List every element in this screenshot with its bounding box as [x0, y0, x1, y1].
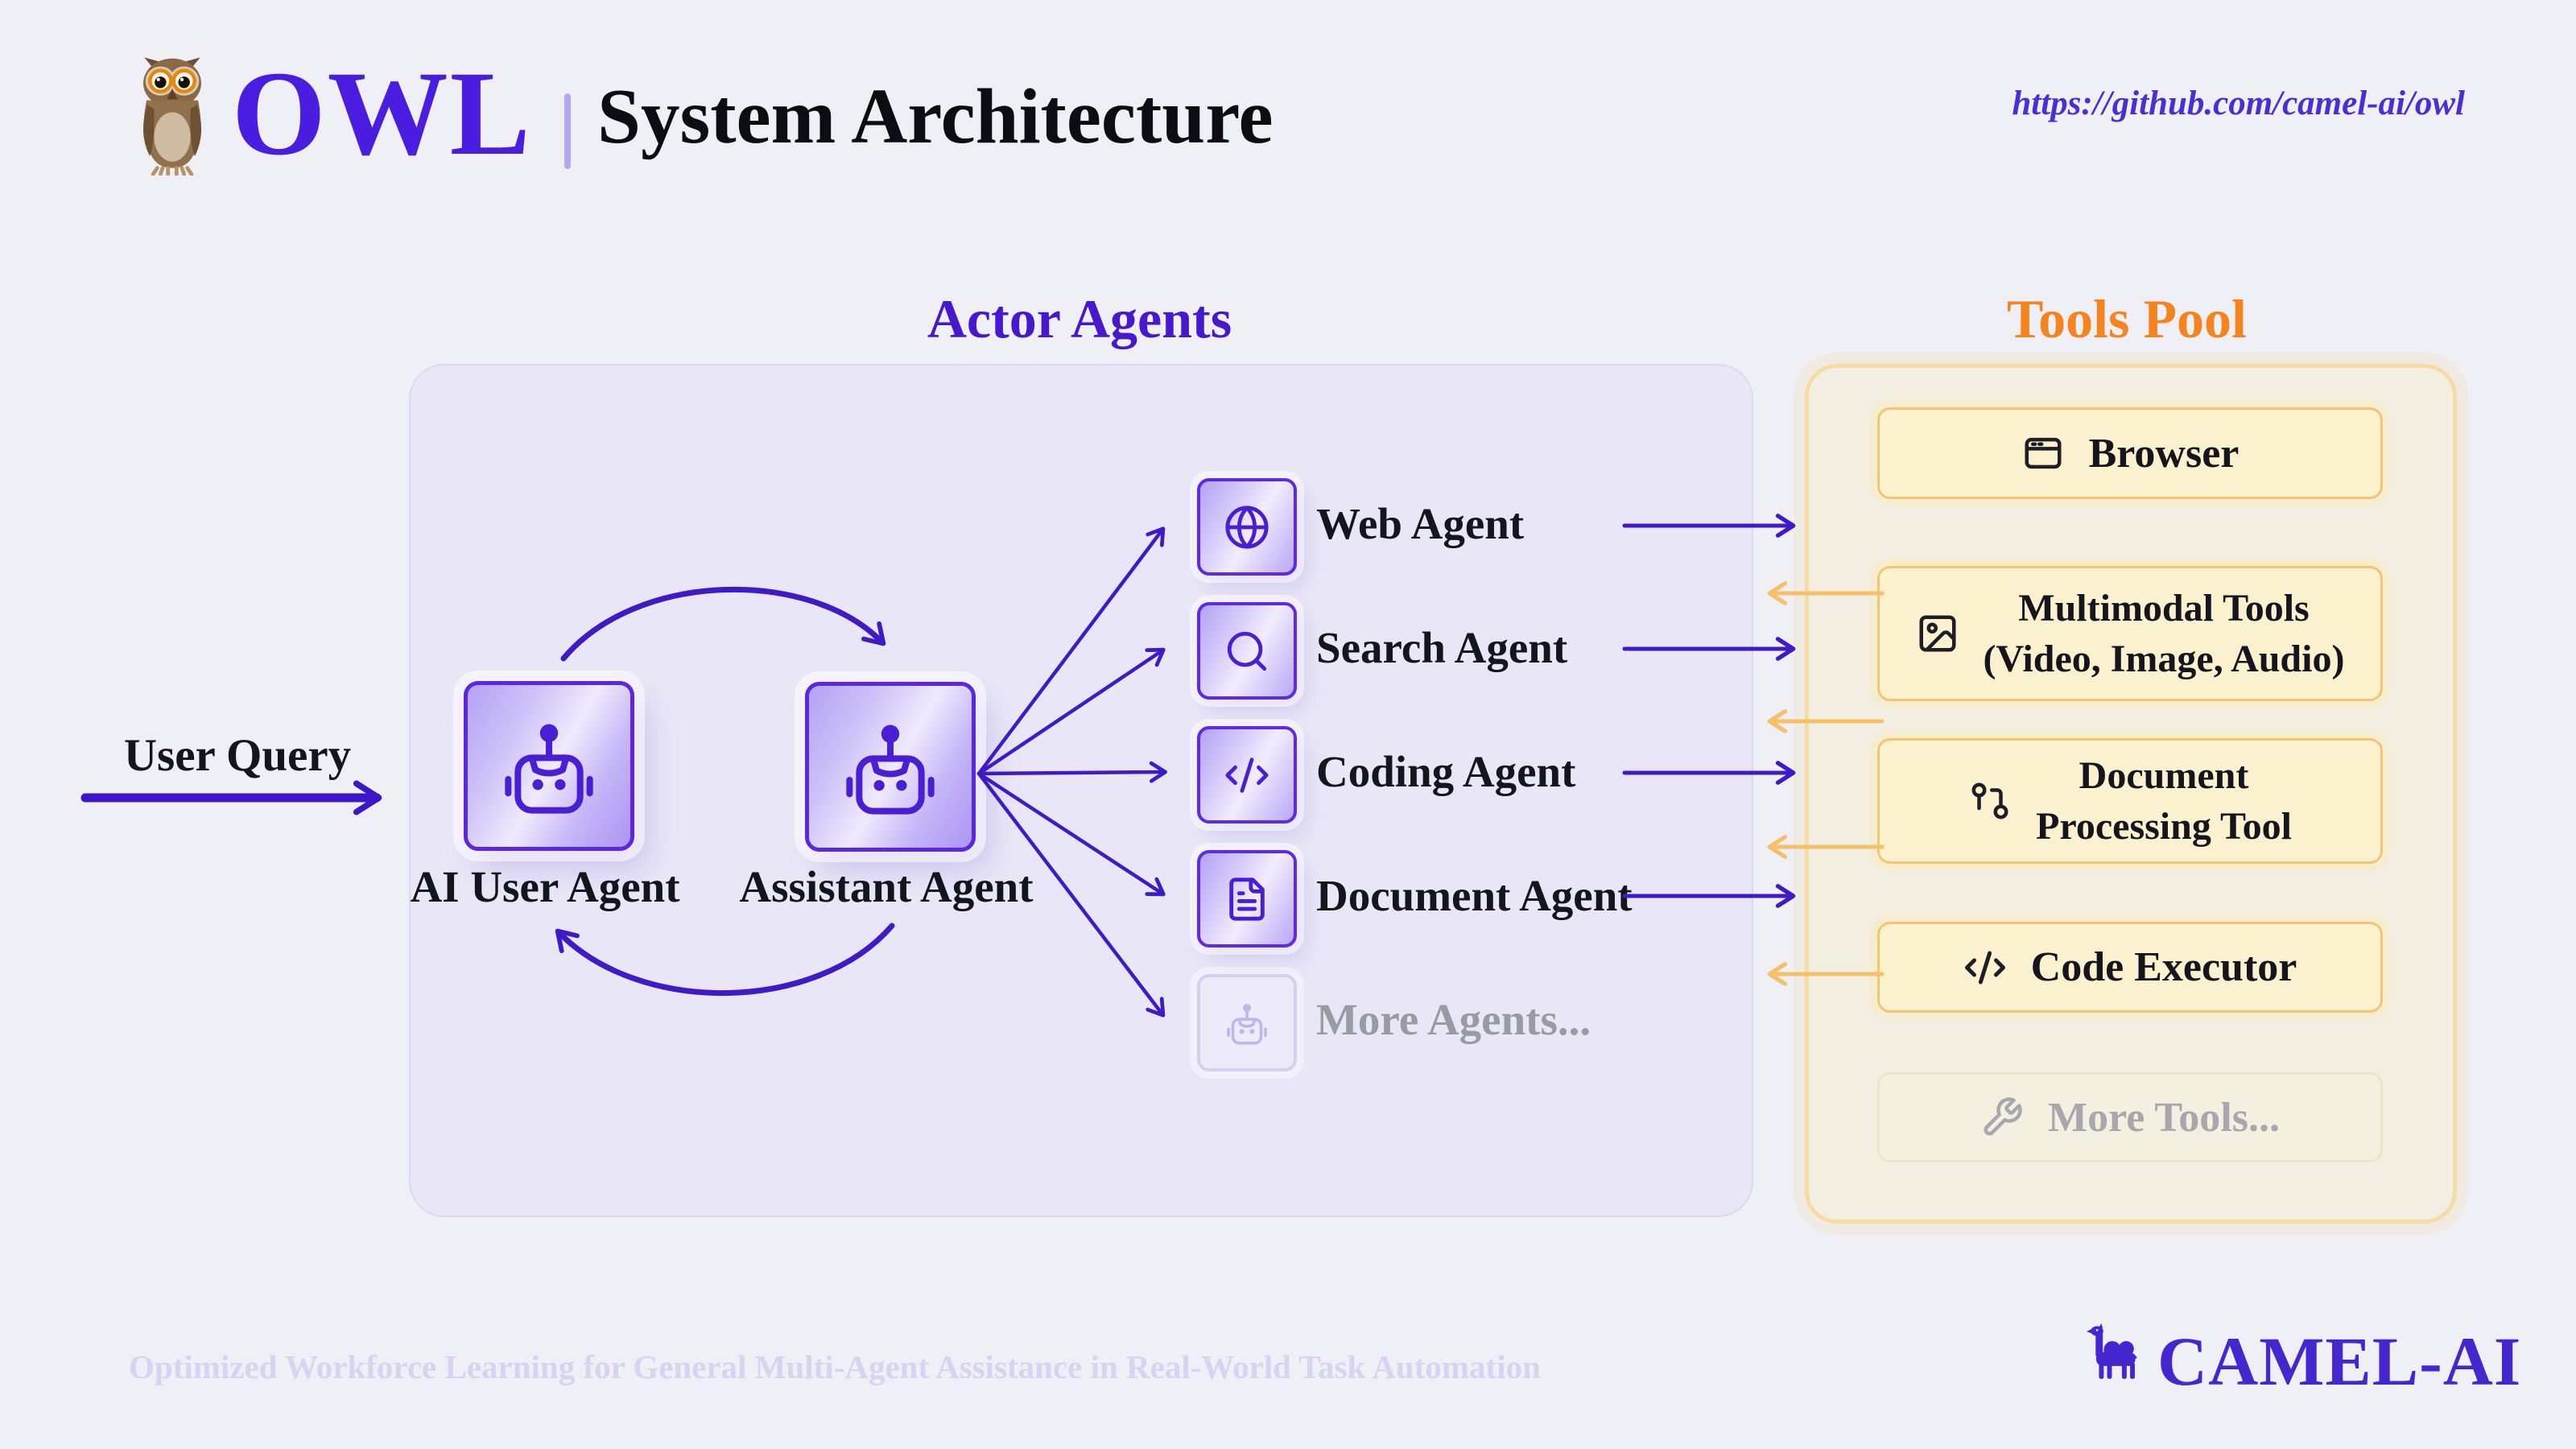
browser-icon [2025, 437, 2062, 469]
header-divider [564, 93, 571, 169]
coding-agent-node [1197, 726, 1297, 824]
coding-agent-label: Coding Agent [1316, 747, 1576, 796]
browser-tool: Browser [1877, 407, 2383, 499]
tools-pool-heading: Tools Pool [2007, 288, 2247, 349]
multimodal-tools-label: Multimodal Tools [2018, 586, 2310, 630]
document-agent-label: Document Agent [1316, 871, 1633, 920]
github-link[interactable]: https://github.com/camel-ai/owl [2012, 85, 2465, 122]
more-agents-label: More Agents... [1316, 995, 1591, 1044]
wrench-icon [1984, 1097, 2022, 1136]
assistant-agent-node [805, 682, 976, 852]
multimodal-tools: Multimodal Tools (Video, Image, Audio) [1877, 566, 2383, 701]
more-tools-label: More Tools... [2048, 1094, 2280, 1141]
brand-name: CAMEL-AI [2157, 1323, 2522, 1400]
web-agent-node [1197, 478, 1297, 576]
more-agents-node [1197, 974, 1297, 1071]
robot-icon [846, 724, 935, 815]
more-tools: More Tools... [1877, 1072, 2383, 1162]
document-processing-sublabel: Processing Tool [2036, 805, 2292, 848]
code-icon [1225, 757, 1269, 793]
owl-logo-icon [142, 57, 202, 175]
search-agent-label: Search Agent [1316, 623, 1568, 672]
code-executor-tool: Code Executor [1877, 922, 2383, 1013]
globe-icon [1225, 505, 1269, 549]
browser-tool-label: Browser [2088, 430, 2240, 477]
logo-text: OWL [232, 47, 532, 180]
document-processing-label: Document [2079, 753, 2249, 797]
actor-agents-heading: Actor Agents [927, 288, 1232, 349]
assistant-agent-label: Assistant Agent [739, 862, 1034, 911]
document-agent-node [1197, 850, 1297, 947]
document-processing-tool: Document Processing Tool [1877, 738, 2383, 864]
footer-tagline: Optimized Workforce Learning for General… [129, 1348, 1541, 1385]
page-title: System Architecture [597, 73, 1274, 159]
robot-icon [1227, 1003, 1267, 1045]
search-icon [1227, 631, 1267, 671]
image-icon [1919, 615, 1956, 652]
user-query-label: User Query [123, 730, 352, 781]
workflow-icon [1971, 782, 2008, 819]
multimodal-tools-sublabel: (Video, Image, Audio) [1983, 638, 2345, 680]
ai-user-agent-node [464, 681, 634, 851]
ai-user-agent-label: AI User Agent [410, 862, 680, 911]
robot-icon [505, 723, 593, 814]
code-executor-label: Code Executor [2030, 944, 2297, 990]
search-agent-node [1197, 602, 1297, 700]
camel-icon [2087, 1323, 2137, 1379]
document-icon [1229, 877, 1265, 921]
code-icon [1964, 951, 2005, 984]
web-agent-label: Web Agent [1316, 499, 1525, 548]
